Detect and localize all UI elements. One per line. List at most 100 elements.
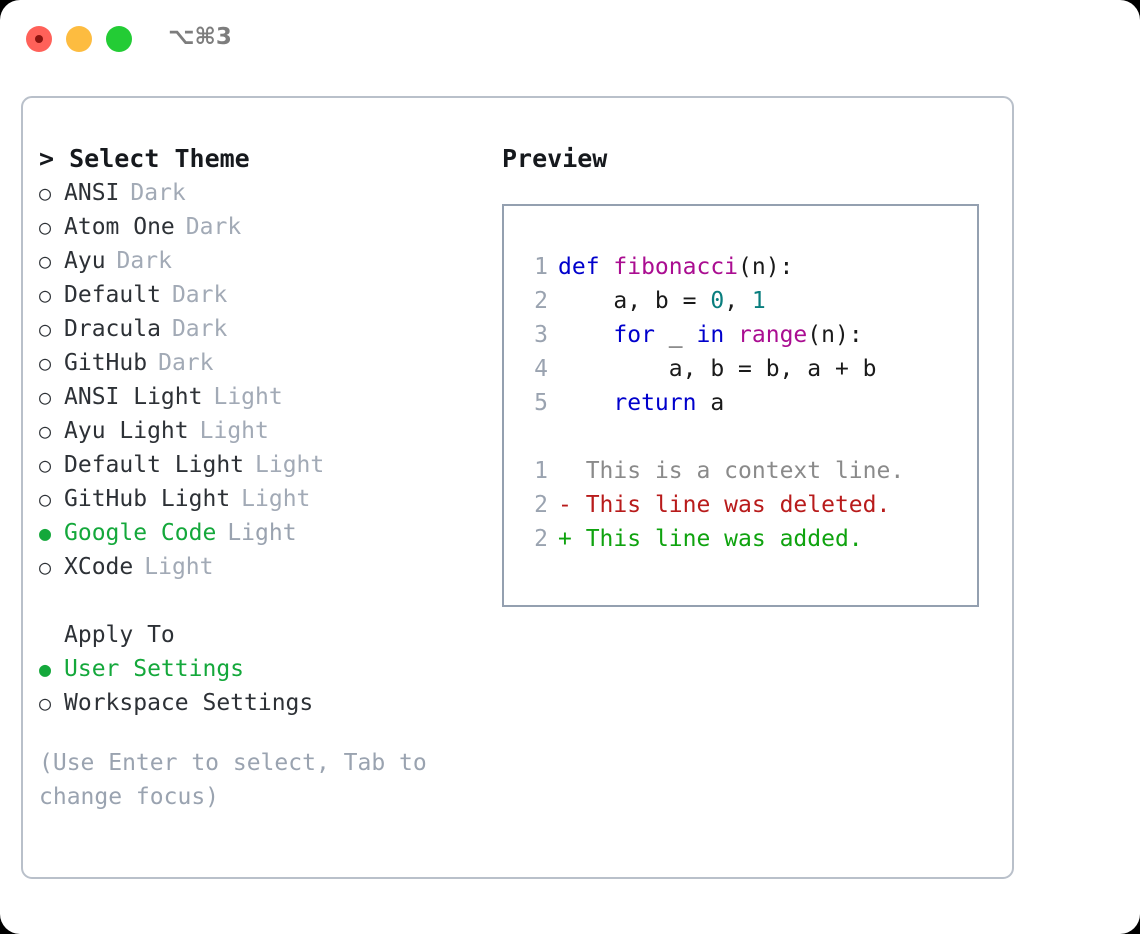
apply-to-header-bullet-placeholder bbox=[39, 618, 64, 652]
theme-variant-badge: Dark bbox=[130, 180, 186, 206]
theme-variant-badge: Light bbox=[255, 452, 325, 478]
theme-variant-badge: Light bbox=[241, 486, 311, 512]
page-title: > Select Theme bbox=[39, 144, 250, 173]
theme-list-item[interactable]: ○ ANSI Dark bbox=[39, 176, 479, 210]
code-token: def bbox=[558, 254, 614, 280]
radio-unselected-icon[interactable]: ○ bbox=[39, 283, 52, 307]
preview-panel: Preview bbox=[502, 142, 982, 176]
apply-to-title: Apply To bbox=[64, 622, 175, 648]
line-number: 5 bbox=[534, 390, 548, 416]
radio-unselected-icon[interactable]: ○ bbox=[39, 351, 52, 375]
theme-variant-badge: Dark bbox=[171, 316, 228, 342]
diff-marker: + bbox=[558, 526, 572, 552]
theme-list-item[interactable]: ○ Ayu Light Light bbox=[39, 414, 479, 448]
code-token: for bbox=[613, 322, 655, 348]
theme-name: Dracula bbox=[64, 316, 161, 342]
apply-to-name: Workspace Settings bbox=[64, 690, 314, 716]
apply-to-list[interactable]: ● User Settings ○ Workspace Settings bbox=[39, 652, 479, 720]
theme-list-item[interactable]: ○ GitHub Dark bbox=[39, 346, 479, 380]
theme-list-item[interactable]: ○ Atom One Dark bbox=[39, 210, 479, 244]
theme-variant-badge: Dark bbox=[116, 248, 172, 274]
close-button[interactable] bbox=[26, 26, 52, 52]
code-token bbox=[558, 390, 613, 416]
diff-line: 1 This is a context line. bbox=[522, 454, 904, 488]
code-token: in bbox=[696, 322, 725, 348]
code-line: 5 return a bbox=[522, 386, 904, 420]
keyboard-shortcut-label: ⌥⌘3 bbox=[168, 24, 232, 50]
radio-unselected-icon[interactable]: ○ bbox=[39, 181, 52, 205]
line-number: 2 bbox=[534, 492, 548, 518]
apply-to-list-item[interactable]: ○ Workspace Settings bbox=[39, 686, 479, 720]
radio-selected-icon[interactable]: ● bbox=[39, 657, 52, 681]
diff-marker bbox=[558, 458, 572, 484]
code-token: (n): bbox=[807, 322, 863, 348]
minimize-button[interactable] bbox=[66, 26, 92, 52]
code-diff-separator bbox=[522, 420, 904, 454]
diff-marker: - bbox=[558, 492, 572, 518]
radio-unselected-icon[interactable]: ○ bbox=[39, 385, 52, 409]
line-number: 2 bbox=[534, 526, 548, 552]
radio-selected-icon[interactable]: ● bbox=[39, 521, 52, 545]
line-number: 1 bbox=[534, 458, 548, 484]
code-token: a, b = bbox=[558, 288, 711, 314]
theme-name: Default Light bbox=[64, 452, 245, 478]
title-bar: ⌥⌘3 bbox=[0, 0, 1140, 78]
code-token: range bbox=[738, 322, 808, 348]
radio-unselected-icon[interactable]: ○ bbox=[39, 317, 52, 341]
theme-variant-badge: Dark bbox=[185, 214, 242, 240]
radio-unselected-icon[interactable]: ○ bbox=[39, 555, 52, 579]
theme-name: Ayu bbox=[64, 248, 106, 274]
code-token: 1 bbox=[751, 288, 766, 314]
code-token: _ bbox=[654, 322, 697, 348]
theme-name: ANSI bbox=[64, 180, 120, 206]
theme-list-item[interactable]: ○ Default Light Light bbox=[39, 448, 479, 482]
theme-name: Ayu Light bbox=[64, 418, 189, 444]
preview-title: Preview bbox=[502, 144, 608, 173]
theme-variant-badge: Light bbox=[227, 520, 297, 546]
radio-unselected-icon[interactable]: ○ bbox=[39, 419, 52, 443]
zoom-button[interactable] bbox=[106, 26, 132, 52]
theme-variant-badge: Light bbox=[213, 384, 283, 410]
theme-name: GitHub bbox=[64, 350, 148, 376]
theme-variant-badge: Dark bbox=[171, 282, 228, 308]
apply-to-name: User Settings bbox=[64, 656, 245, 682]
theme-variant-badge: Light bbox=[144, 554, 214, 580]
diff-text: This line was added. bbox=[571, 526, 863, 552]
code-token: a, b = b, a + b bbox=[558, 356, 877, 382]
line-number: 3 bbox=[534, 322, 548, 348]
code-token: return bbox=[613, 390, 697, 416]
theme-list-item[interactable]: ○ Ayu Dark bbox=[39, 244, 479, 278]
apply-to-list-item[interactable]: ● User Settings bbox=[39, 652, 479, 686]
code-token: 0 bbox=[710, 288, 725, 314]
line-number: 1 bbox=[534, 254, 548, 280]
list-spacer bbox=[39, 584, 479, 618]
diff-text: This line was deleted. bbox=[571, 492, 891, 518]
theme-list-item[interactable]: ○ Dracula Dark bbox=[39, 312, 479, 346]
theme-variant-badge: Light bbox=[199, 418, 269, 444]
diff-line: 2- This line was deleted. bbox=[522, 488, 904, 522]
code-token bbox=[558, 322, 613, 348]
radio-unselected-icon[interactable]: ○ bbox=[39, 249, 52, 273]
theme-name: Default bbox=[64, 282, 161, 308]
radio-unselected-icon[interactable]: ○ bbox=[39, 487, 52, 511]
radio-unselected-icon[interactable]: ○ bbox=[39, 453, 52, 477]
diff-line: 2 + This line was added. bbox=[522, 522, 904, 556]
keyboard-hint: (Use Enter to select, Tab to change focu… bbox=[39, 750, 427, 810]
radio-unselected-icon[interactable]: ○ bbox=[39, 691, 52, 715]
diff-text: This is a context line. bbox=[571, 458, 905, 484]
code-token: (n): bbox=[738, 254, 794, 280]
theme-list-item[interactable]: ○ Default Dark bbox=[39, 278, 479, 312]
code-token bbox=[724, 322, 738, 348]
theme-name: Atom One bbox=[64, 214, 175, 240]
theme-variant-badge: Dark bbox=[158, 350, 214, 376]
radio-unselected-icon[interactable]: ○ bbox=[39, 215, 52, 239]
